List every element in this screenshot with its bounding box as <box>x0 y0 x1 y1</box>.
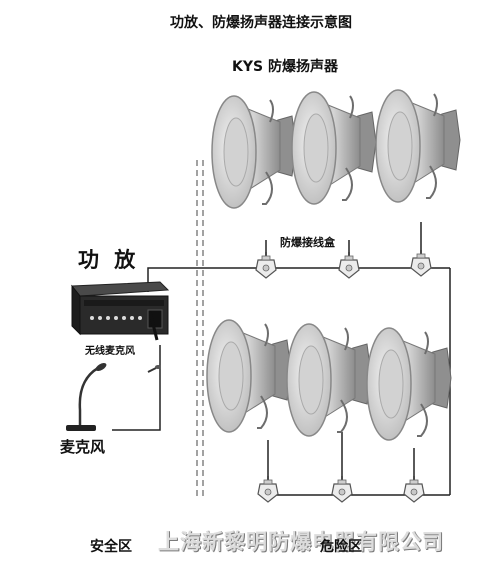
junction-box-icon <box>255 251 277 279</box>
junction-box-icon <box>403 475 425 503</box>
wireless-mic-label: 无线麦克风 <box>85 346 135 357</box>
speaker-label: KYS 防爆扬声器 <box>232 59 338 75</box>
hazard-zone-label: 危险区 <box>320 539 362 555</box>
gooseneck-microphone-icon <box>66 363 107 431</box>
amplifier-label: 功 放 <box>78 248 140 272</box>
junction-box-label: 防爆接线盒 <box>280 236 335 249</box>
zone-divider <box>196 160 204 500</box>
explosion-proof-speaker-1 <box>211 95 297 209</box>
junction-box-icon <box>257 475 279 503</box>
wireless-microphone-icon <box>147 365 161 373</box>
junction-box-icon <box>410 249 432 277</box>
diagram-title: 功放、防爆扬声器连接示意图 <box>170 15 352 31</box>
explosion-proof-speaker-3 <box>375 89 461 203</box>
junction-box-icon <box>338 251 360 279</box>
junction-box-icon <box>331 475 353 503</box>
explosion-proof-speaker-4 <box>206 319 292 433</box>
amplifier-rack-icon <box>70 281 170 341</box>
explosion-proof-speaker-6 <box>366 327 452 441</box>
microphone-label: 麦克风 <box>60 438 106 456</box>
explosion-proof-speaker-5 <box>286 323 372 437</box>
company-watermark: 上海新黎明防爆电器有限公司 <box>158 530 444 554</box>
safe-zone-label: 安全区 <box>90 539 132 555</box>
explosion-proof-speaker-2 <box>291 91 377 205</box>
